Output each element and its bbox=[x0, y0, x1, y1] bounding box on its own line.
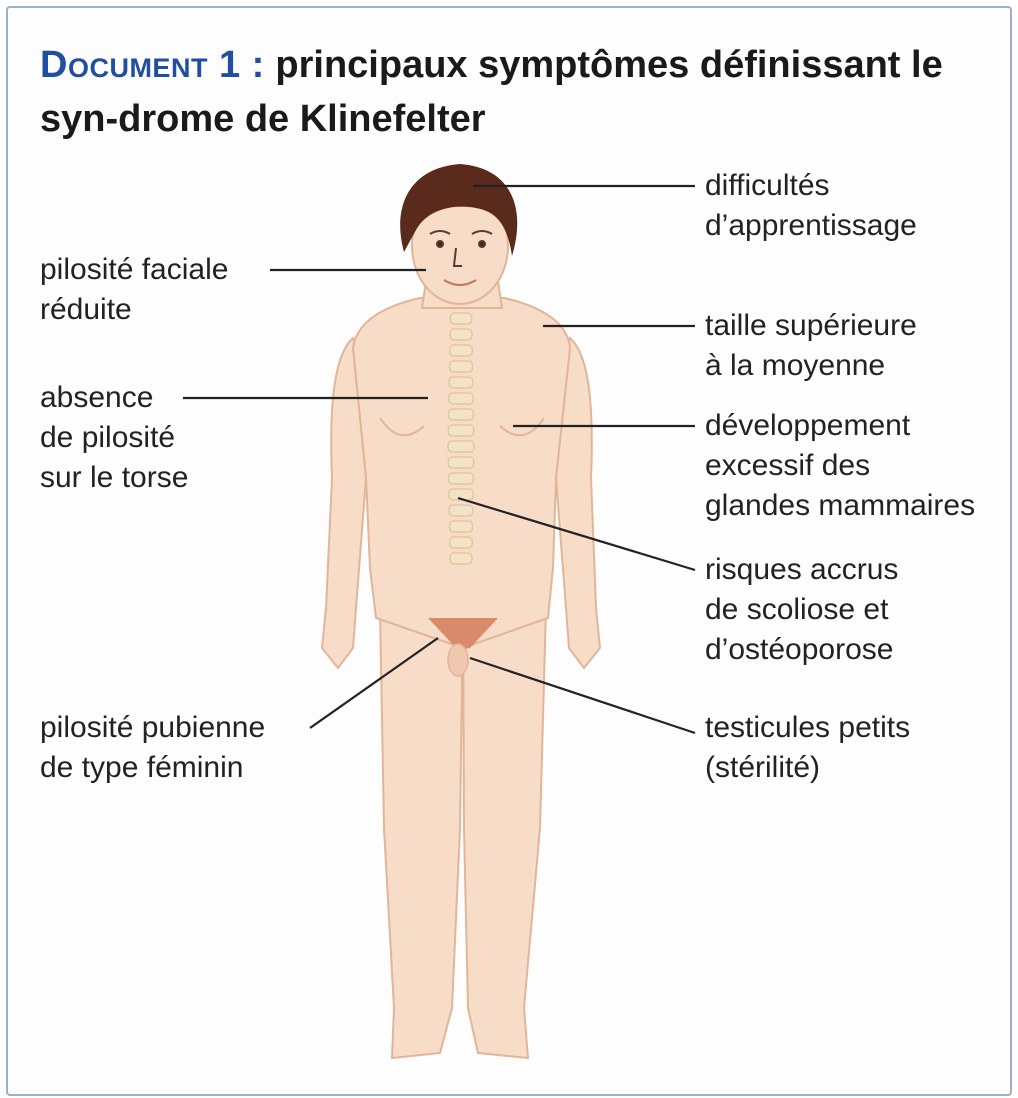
vertebra bbox=[449, 393, 473, 404]
vertebra bbox=[448, 457, 473, 468]
vertebra bbox=[450, 329, 472, 340]
vertebra bbox=[449, 409, 474, 420]
right-leg bbox=[463, 608, 546, 1058]
vertebra bbox=[450, 537, 472, 548]
label-scoliosis-osteoporosis: risques accrus de scoliose et d’ostéopor… bbox=[705, 550, 898, 670]
left-leg bbox=[380, 608, 463, 1058]
label-pubic-hair: pilosité pubienne de type féminin bbox=[40, 708, 265, 788]
vertebra bbox=[450, 553, 472, 564]
vertebra bbox=[448, 425, 473, 436]
vertebra bbox=[450, 313, 471, 324]
vertebra bbox=[450, 345, 472, 356]
label-small-testicles: testicules petits (stérilité) bbox=[705, 708, 910, 788]
label-no-chest-hair: absence de pilosité sur le torse bbox=[40, 378, 188, 498]
vertebra bbox=[449, 505, 473, 516]
vertebra bbox=[449, 377, 473, 388]
document-panel: Document 1 : principaux symptômes défini… bbox=[6, 6, 1012, 1096]
label-above-average-height: taille supérieure à la moyenne bbox=[705, 306, 917, 386]
vertebra bbox=[450, 521, 473, 532]
label-learning-difficulties: difficultés d’apprentissage bbox=[705, 166, 917, 246]
label-reduced-facial-hair: pilosité faciale réduite bbox=[40, 250, 228, 330]
vertebra bbox=[450, 361, 473, 372]
vertebra bbox=[449, 473, 474, 484]
label-breast-development: développement excessif des glandes mamma… bbox=[705, 406, 975, 526]
testicles bbox=[448, 644, 468, 676]
vertebra bbox=[448, 441, 474, 452]
